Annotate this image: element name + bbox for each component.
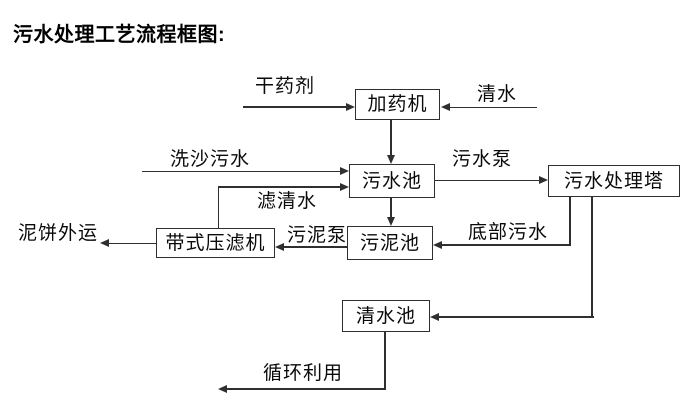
line-sand-washing-sewage <box>142 170 341 173</box>
node-dosing-machine: 加药机 <box>355 89 440 120</box>
line-filtered-water-riser <box>217 187 220 228</box>
arrowhead <box>275 242 284 251</box>
line-recycle-drop <box>384 332 386 389</box>
label-mud-cake-outbound: 泥饼外运 <box>18 223 99 244</box>
line-bottom-sewage <box>442 244 571 246</box>
arrowhead <box>218 384 227 393</box>
line-sludge-pump <box>284 246 347 248</box>
line-tower-to-clean-pool-drop <box>591 197 593 318</box>
node-belt-filter-press: 带式压滤机 <box>156 228 275 258</box>
label-recycling-use: 循环利用 <box>263 363 344 384</box>
arrowhead <box>346 102 355 111</box>
arrowhead <box>433 240 442 249</box>
line-dosing-to-sewage-pool <box>390 120 392 156</box>
line-mud-cake-outbound <box>109 242 156 245</box>
label-bottom-sewage: 底部污水 <box>468 222 549 243</box>
arrowhead <box>386 217 395 226</box>
node-clean-water-pool: 清水池 <box>342 300 430 332</box>
line-bottom-sewage-drop <box>569 197 571 246</box>
line-sewage-to-sludge-pool <box>390 198 392 218</box>
label-dry-chemical: 干药剂 <box>255 76 316 97</box>
arrowhead <box>100 239 109 247</box>
line-sewage-pump <box>435 179 540 182</box>
page-title: 污水处理工艺流程框图: <box>13 24 226 46</box>
label-sand-washing-sewage: 洗沙污水 <box>170 149 251 170</box>
arrowhead <box>539 176 548 184</box>
line-recycling-use <box>227 388 386 390</box>
line-tower-to-clean-pool <box>439 316 594 318</box>
line-dry-chemical <box>243 106 347 108</box>
node-sewage-pool: 污水池 <box>349 164 435 198</box>
arrowhead <box>340 167 349 175</box>
arrowhead <box>441 103 450 111</box>
label-filtered-clean-water: 滤清水 <box>257 191 318 212</box>
node-sludge-pool: 污泥池 <box>347 226 433 260</box>
arrowhead <box>430 312 439 321</box>
line-clean-water <box>450 106 537 109</box>
label-sewage-pump: 污水泵 <box>452 149 513 170</box>
label-sludge-pump: 污泥泵 <box>287 225 348 246</box>
label-clean-water: 清水 <box>477 84 518 105</box>
node-treatment-tower: 污水处理塔 <box>548 165 680 197</box>
arrowhead <box>386 155 395 164</box>
arrowhead <box>340 182 349 191</box>
line-filtered-water <box>218 186 341 188</box>
